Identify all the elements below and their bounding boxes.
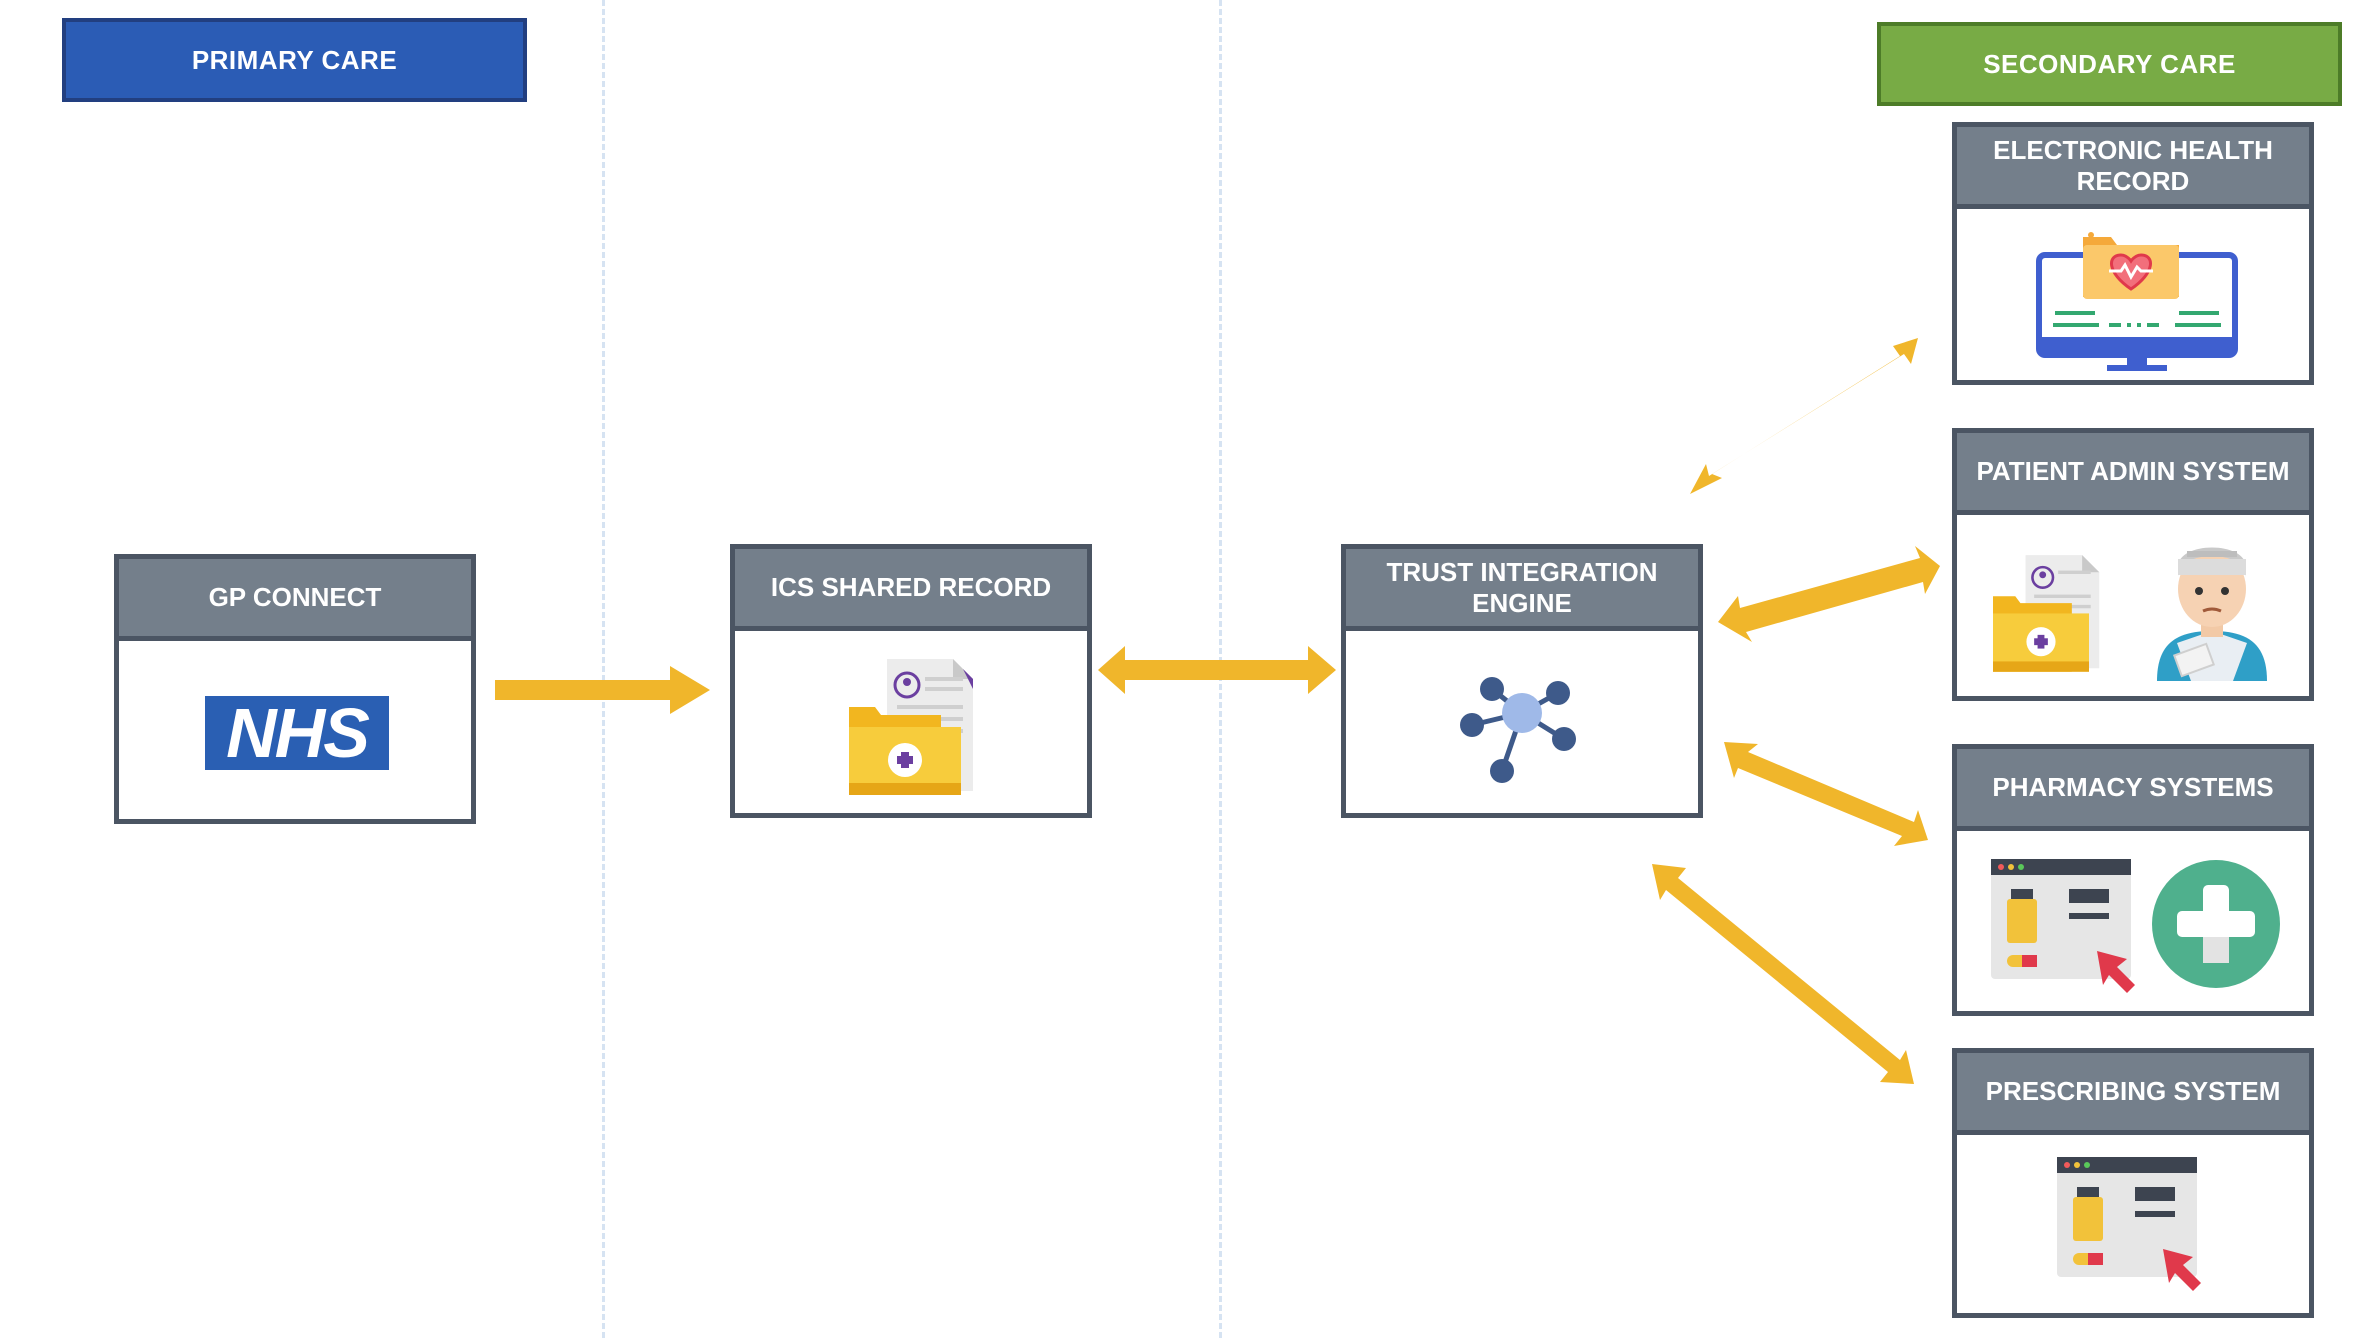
arrow-gp-to-ics (495, 666, 710, 714)
network-hub-icon (1460, 677, 1576, 783)
patient-folder-icon (1993, 555, 2100, 672)
column-divider-1 (602, 0, 605, 1338)
prescribing-system-card: PRESCRIBING SYSTEM (1952, 1048, 2314, 1318)
patient-admin-system-title: PATIENT ADMIN SYSTEM (1957, 433, 2309, 515)
pharmacy-systems-title: PHARMACY SYSTEMS (1957, 749, 2309, 831)
nhs-logo: NHS (205, 696, 389, 770)
trust-integration-engine-card: TRUST INTEGRATION ENGINE (1341, 544, 1703, 818)
pharmacy-app-icon (1991, 859, 2135, 993)
ics-shared-record-card: ICS SHARED RECORD (730, 544, 1092, 818)
electronic-health-record-card: ELECTRONIC HEALTH RECORD (1952, 122, 2314, 385)
medical-cross-icon (2152, 860, 2280, 988)
gp-connect-title: GP CONNECT (119, 559, 471, 641)
arrow-tie-prescribing (1652, 864, 1914, 1084)
electronic-health-record-title: ELECTRONIC HEALTH RECORD (1957, 127, 2309, 209)
gp-connect-card: GP CONNECT NHS (114, 554, 476, 824)
health-monitor-icon (2036, 232, 2238, 371)
primary-care-header: PRIMARY CARE (62, 18, 527, 102)
patient-avatar-icon (2157, 547, 2267, 681)
nhs-logo-text: NHS (226, 694, 370, 772)
prescribing-app-icon (2057, 1157, 2201, 1291)
prescribing-system-title: PRESCRIBING SYSTEM (1957, 1053, 2309, 1135)
patient-admin-system-card: PATIENT ADMIN SYSTEM (1952, 428, 2314, 701)
secondary-care-label: SECONDARY CARE (1983, 48, 2236, 79)
primary-care-label: PRIMARY CARE (191, 44, 398, 75)
arrow-tie-ehr (1690, 338, 1918, 494)
pharmacy-systems-card: PHARMACY SYSTEMS (1952, 744, 2314, 1016)
secondary-care-header: SECONDARY CARE (1877, 22, 2342, 106)
arrow-tie-pharmacy (1724, 742, 1928, 846)
trust-integration-engine-title: TRUST INTEGRATION ENGINE (1346, 549, 1698, 631)
arrow-tie-pas (1718, 546, 1940, 642)
medical-folder-icon (849, 659, 973, 795)
ics-shared-record-title: ICS SHARED RECORD (735, 549, 1087, 631)
arrow-ics-tie (1098, 646, 1336, 694)
